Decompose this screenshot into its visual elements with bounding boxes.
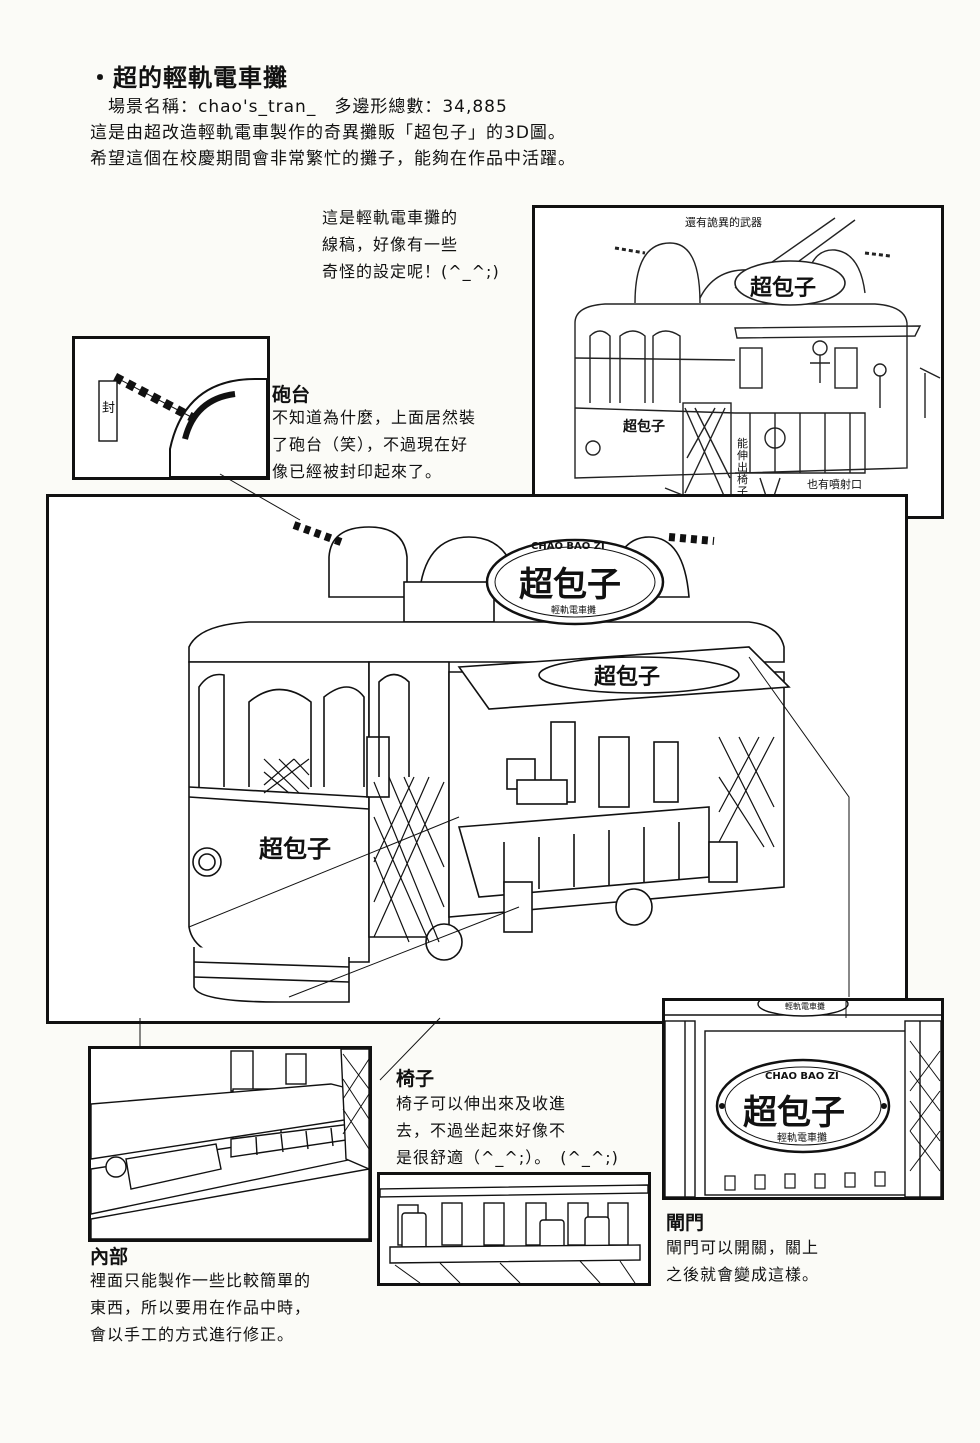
scene-info: 場景名稱：chao's_tran_ 多邊形總數：34,885 (108, 97, 508, 117)
tram-render (188, 521, 850, 1003)
chair-frame (377, 1172, 651, 1286)
turret-text-2: 了砲台（笑），不過現在好 (272, 435, 469, 454)
sketch-note-line-2: 線稿，好像有一些 (322, 235, 459, 254)
tram-body-text: 超包子 (259, 835, 331, 863)
jet-label: 也有噴射口 (807, 478, 862, 491)
sketch-frame: 還有詭異的武器 超包子 超包子 能伸出椅子 也有噴射口 (532, 205, 944, 519)
sketch-sign-text: 超包子 (750, 276, 817, 301)
turret-description: 不知道為什麼，上面居然裝 了砲台（笑），不過現在好 像已經被封印起來了。 (272, 404, 476, 485)
chair-text-2: 去，不過坐起來好像不 (396, 1121, 567, 1140)
intro-line-2: 希望這個在校慶期間會非常繁忙的攤子，能夠在作品中活躍。 (90, 149, 576, 169)
sketch-note: 這是輕軌電車攤的 線稿，好像有一些 奇怪的設定呢！(^_^;) (322, 204, 500, 285)
sketch-note-line-3: 奇怪的設定呢！(^_^;) (322, 262, 500, 281)
interior-text-3: 會以手工的方式進行修正。 (90, 1325, 295, 1344)
turret-text-1: 不知道為什麼，上面居然裝 (272, 408, 477, 427)
chair-drawing (380, 1184, 648, 1283)
door-drawing (665, 1001, 941, 1197)
seal-tag: 封 (102, 401, 116, 416)
interior-description: 裡面只能製作一些比較簡單的 東西，所以要用在作品中時， 會以手工的方式進行修正。 (90, 1267, 311, 1348)
sketch-body-text: 超包子 (623, 419, 665, 435)
interior-text-2: 東西，所以要用在作品中時， (90, 1298, 312, 1317)
interior-heading: 內部 (90, 1246, 129, 1268)
door-description: 閘門可以開關，關上 之後就會變成這樣。 (666, 1234, 819, 1288)
chair-label: 能伸出椅子 (737, 437, 748, 498)
main-render-frame: CHAO BAO ZI 超包子 輕軌電車攤 超包子 超包子 (46, 494, 908, 1024)
interior-text-1: 裡面只能製作一些比較簡單的 (90, 1271, 312, 1290)
door-text-2: 之後就會變成這樣。 (666, 1265, 820, 1284)
interior-drawing (91, 1049, 369, 1239)
awning-sign-text: 超包子 (594, 665, 661, 690)
chair-description: 椅子可以伸出來及收進 去，不過坐起來好像不 是很舒適（^_^;）。 (^_^;) (396, 1090, 619, 1171)
turret-heading: 砲台 (272, 384, 311, 406)
door-heading: 閘門 (666, 1212, 705, 1234)
intro-line-1: 這是由超改造輕軌電車製作的奇異攤販「超包子」的3D圖。 (90, 123, 566, 143)
door-text-1: 閘門可以開關，關上 (666, 1238, 820, 1257)
door-sign-small-top: 輕軌電車攤 (785, 1002, 825, 1011)
turret-text-3: 像已經被封印起來了。 (272, 462, 443, 481)
turret-detail-frame: 封 (72, 336, 270, 480)
chair-heading: 椅子 (396, 1068, 435, 1090)
main-sign-sub: 輕軌電車攤 (551, 606, 597, 616)
main-sign-top: CHAO BAO ZI (531, 541, 605, 552)
door-sign-top: CHAO BAO ZI (765, 1071, 839, 1082)
turret-drawing (98, 373, 267, 477)
door-sign-text: 超包子 (743, 1093, 845, 1133)
chair-text-3: 是很舒適（^_^;）。 (^_^;) (396, 1148, 619, 1167)
door-sign-sub: 輕軌電車攤 (777, 1133, 827, 1144)
sketch-note-line-1: 這是輕軌電車攤的 (322, 208, 459, 227)
main-sign-text: 超包子 (519, 565, 621, 605)
chair-text-1: 椅子可以伸出來及收進 (396, 1094, 567, 1113)
door-frame: 輕軌電車攤 CHAO BAO ZI 超包子 輕軌電車攤 (662, 998, 944, 1200)
interior-frame (88, 1046, 372, 1242)
page-title: ・超的輕軌電車攤 (88, 64, 288, 92)
weapon-label: 還有詭異的武器 (685, 216, 762, 229)
